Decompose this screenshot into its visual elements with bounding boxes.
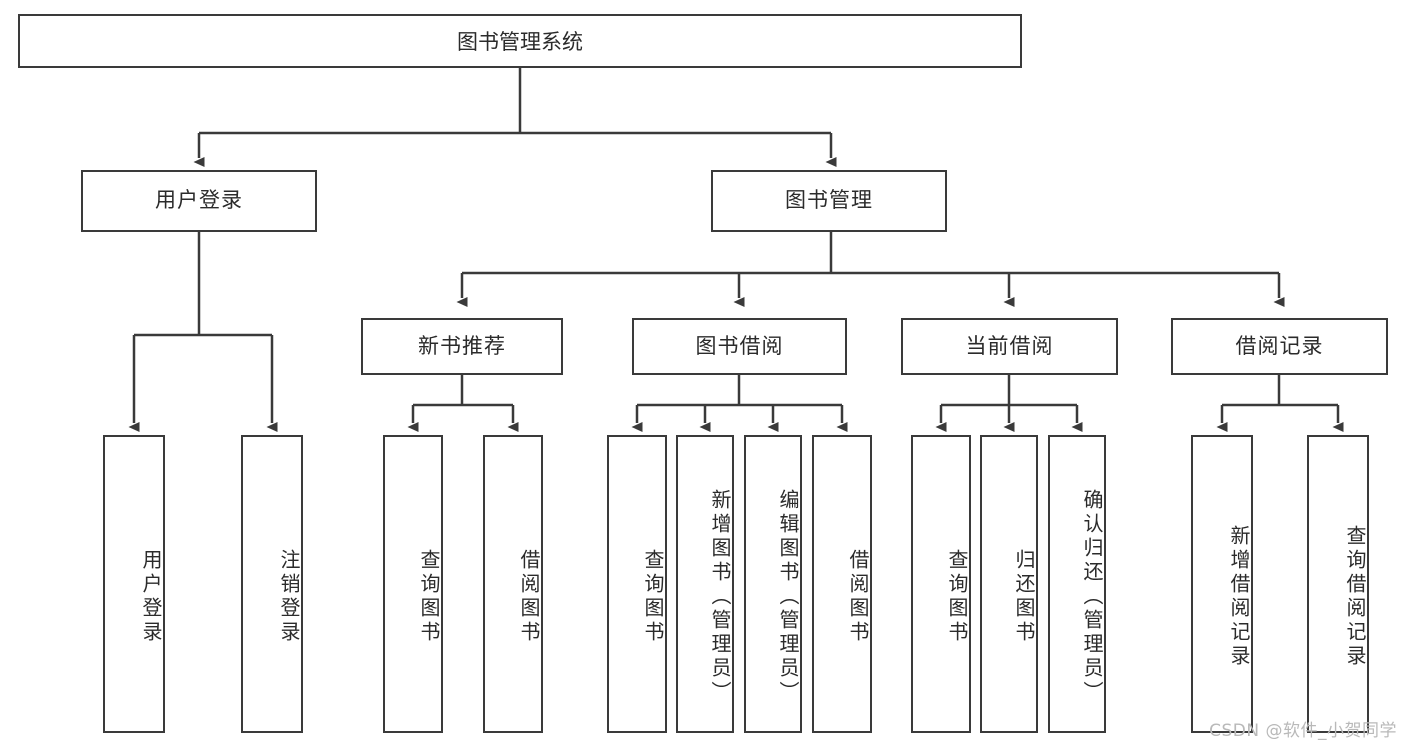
node-book-management[interactable]: 图书管理 xyxy=(711,170,947,232)
node-new-book-recommend-label: 新书推荐 xyxy=(418,333,506,358)
node-new-book-recommend[interactable]: 新书推荐 xyxy=(361,318,563,375)
node-current-borrow[interactable]: 当前借阅 xyxy=(901,318,1118,375)
leaf-borrow-book-2[interactable]: 借阅图书 xyxy=(812,435,872,733)
leaf-user-login-label: 用户登录 xyxy=(139,549,163,645)
leaf-confirm-return-label: 确认归还（管理员） xyxy=(1080,489,1104,705)
leaf-user-login[interactable]: 用户登录 xyxy=(103,435,165,733)
leaf-borrow-book-2-label: 借阅图书 xyxy=(846,549,870,645)
watermark-text: CSDN @软件_小贺同学 xyxy=(1209,721,1397,741)
node-book-borrow[interactable]: 图书借阅 xyxy=(632,318,847,375)
node-book-management-label: 图书管理 xyxy=(785,188,873,213)
node-user-login-label: 用户登录 xyxy=(155,188,243,213)
leaf-logout-login-label: 注销登录 xyxy=(277,549,301,645)
leaf-query-record-label: 查询借阅记录 xyxy=(1343,525,1367,669)
leaf-add-record[interactable]: 新增借阅记录 xyxy=(1191,435,1253,733)
leaf-query-book-1-label: 查询图书 xyxy=(417,549,441,645)
leaf-confirm-return[interactable]: 确认归还（管理员） xyxy=(1048,435,1106,733)
leaf-query-record[interactable]: 查询借阅记录 xyxy=(1307,435,1369,733)
leaf-query-book-1[interactable]: 查询图书 xyxy=(383,435,443,733)
leaf-query-book-3[interactable]: 查询图书 xyxy=(911,435,971,733)
node-book-borrow-label: 图书借阅 xyxy=(695,333,784,358)
leaf-add-record-label: 新增借阅记录 xyxy=(1227,525,1251,669)
leaf-edit-book-label: 编辑图书（管理员） xyxy=(776,489,800,705)
node-current-borrow-label: 当前借阅 xyxy=(965,333,1054,358)
node-borrow-record[interactable]: 借阅记录 xyxy=(1171,318,1388,375)
leaf-borrow-book-1-label: 借阅图书 xyxy=(517,549,541,645)
leaf-add-book-label: 新增图书（管理员） xyxy=(708,489,732,705)
node-root-label: 图书管理系统 xyxy=(457,30,583,54)
leaf-query-book-3-label: 查询图书 xyxy=(945,549,969,645)
leaf-query-book-2-label: 查询图书 xyxy=(641,549,665,645)
leaf-borrow-book-1[interactable]: 借阅图书 xyxy=(483,435,543,733)
leaf-query-book-2[interactable]: 查询图书 xyxy=(607,435,667,733)
node-borrow-record-label: 借阅记录 xyxy=(1235,333,1324,358)
node-root[interactable]: 图书管理系统 xyxy=(18,14,1022,68)
leaf-add-book[interactable]: 新增图书（管理员） xyxy=(676,435,734,733)
leaf-logout-login[interactable]: 注销登录 xyxy=(241,435,303,733)
leaf-return-book[interactable]: 归还图书 xyxy=(980,435,1038,733)
leaf-return-book-label: 归还图书 xyxy=(1012,549,1036,645)
leaf-edit-book[interactable]: 编辑图书（管理员） xyxy=(744,435,802,733)
node-user-login[interactable]: 用户登录 xyxy=(81,170,317,232)
